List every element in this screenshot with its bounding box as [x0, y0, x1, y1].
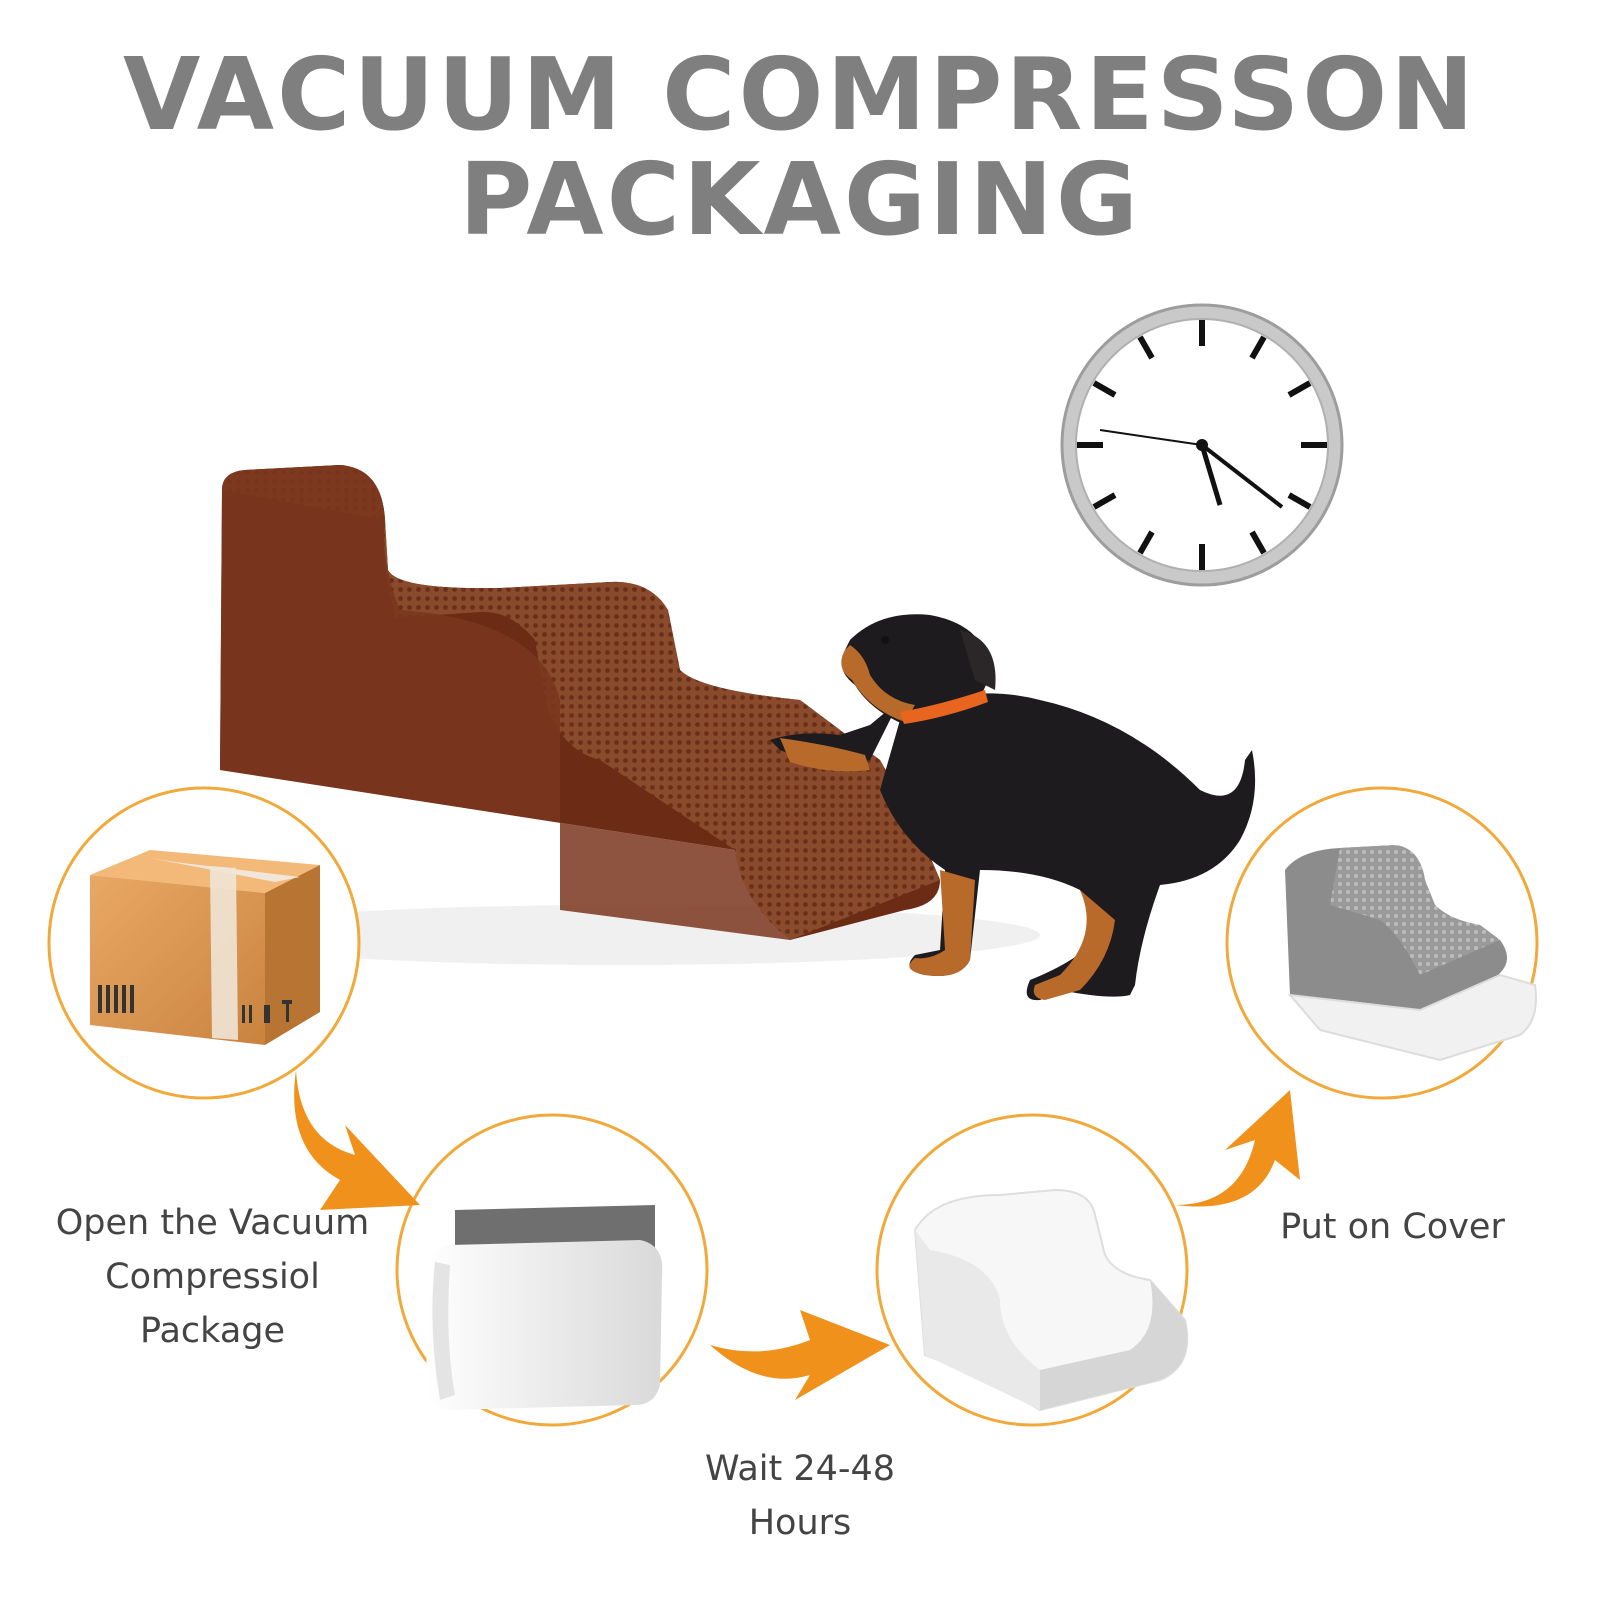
page-title-line-1: VACUUM COMPRESSON	[123, 36, 1477, 153]
step-caption-open-package: Open the Vacuum Compressiol Package	[30, 1196, 395, 1358]
page-title-line-2: PACKAGING	[459, 141, 1141, 258]
caption-line: Package	[139, 1311, 286, 1351]
pet-stairs-image	[200, 465, 1040, 965]
step-caption-put-on-cover: Put on Cover	[1220, 1200, 1565, 1254]
dog-icon	[770, 614, 1256, 1001]
caption-line: Compressiol	[105, 1257, 320, 1297]
compressed-foam-icon	[425, 1205, 663, 1410]
foam-stairs-icon	[913, 1188, 1189, 1412]
clock-icon	[1060, 303, 1344, 587]
caption-line: Wait 24-48	[704, 1449, 896, 1489]
arrow-icon	[294, 1070, 1300, 1400]
cardboard-box-icon	[90, 850, 320, 1045]
caption-line: Hours	[748, 1503, 852, 1543]
caption-line: Put on Cover	[1280, 1207, 1505, 1247]
step-caption-wait: Wait 24-48 Hours	[640, 1442, 960, 1550]
caption-line: Open the Vacuum	[55, 1203, 370, 1243]
covered-stairs-icon	[1285, 845, 1537, 1062]
